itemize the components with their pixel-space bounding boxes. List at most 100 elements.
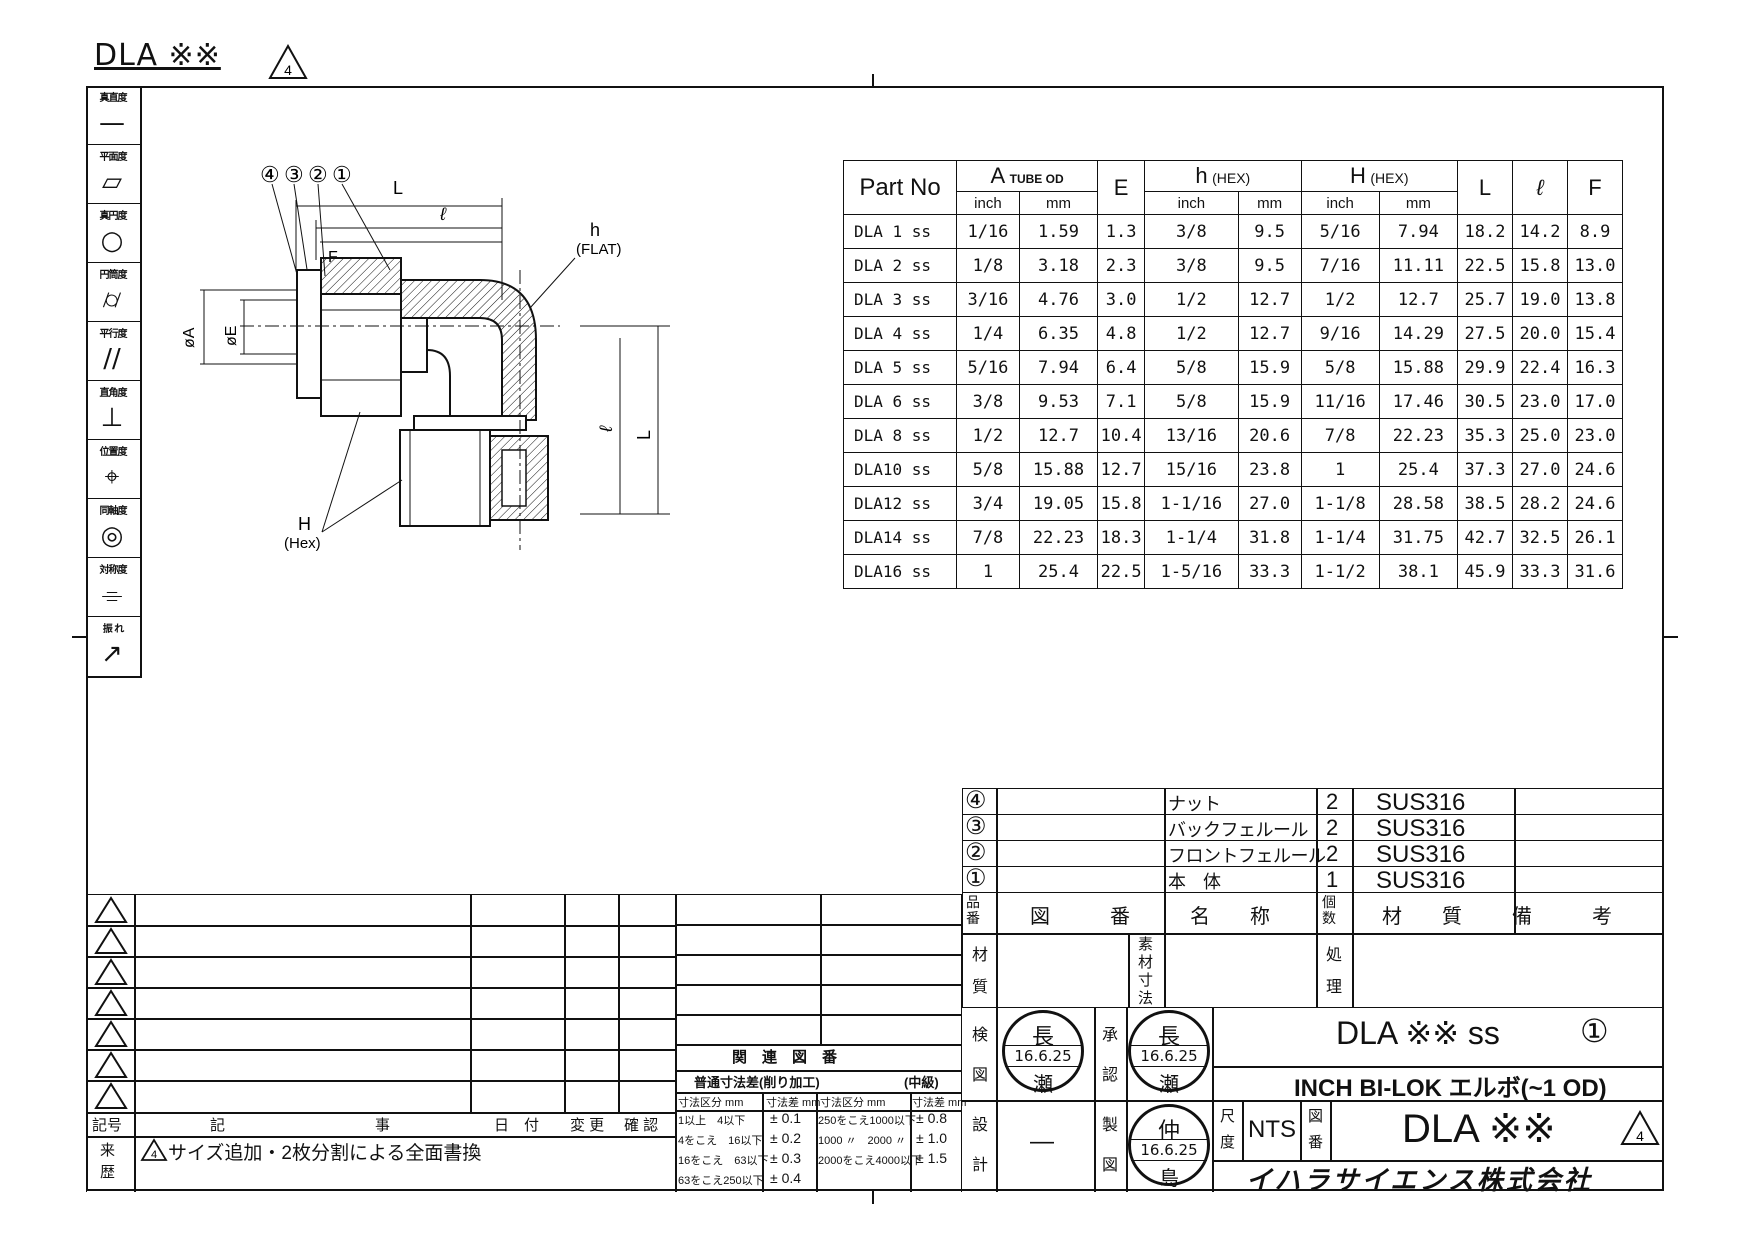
- table-cell: 15.9: [1237, 384, 1302, 419]
- designer: —: [1030, 1128, 1054, 1155]
- header-a: A TUBE OD: [955, 160, 1099, 192]
- tolerance-cell: 真直度—: [86, 86, 140, 145]
- bom-item-qty: 2: [1326, 815, 1339, 840]
- table-cell: 20.0: [1512, 316, 1568, 351]
- bom-item-no: ③: [965, 813, 987, 840]
- tol-header-range-2: 寸法区分 mm: [820, 1097, 886, 1109]
- bom-row: [962, 814, 1664, 841]
- table-cell: 3/16: [956, 282, 1020, 317]
- table-cell: 33.3: [1237, 554, 1302, 589]
- related-title: 関 連 図 番: [732, 1049, 838, 1066]
- roundness-icon: ○: [100, 226, 124, 256]
- tolerance-symbol-bar: 真直度—平面度▱真円度○円筒度⌭平行度//直角度⊥位置度⌖同軸度◎対称度⌯振 れ…: [86, 86, 142, 678]
- table-cell: 19.0: [1512, 282, 1568, 317]
- treatment-label: 処理: [1326, 947, 1343, 996]
- tol-diff: ± 0.2: [770, 1130, 802, 1146]
- title-revision-triangle-icon: 4: [1620, 1110, 1660, 1145]
- perpendicularity-icon: ⊥: [100, 403, 124, 433]
- table-cell: 13.0: [1567, 248, 1623, 283]
- bom-item-material: SUS316: [1376, 789, 1466, 816]
- table-cell: 38.5: [1457, 486, 1513, 521]
- bom-header-no: 品番: [966, 894, 980, 926]
- table-cell: 7.1: [1097, 384, 1146, 419]
- table-cell: 1/16: [956, 214, 1020, 249]
- material-label: 材質: [972, 947, 989, 996]
- tolerance-cell: 真円度○: [86, 204, 140, 263]
- table-cell: 6.4: [1097, 350, 1146, 385]
- tolerance-cell: 同軸度◎: [86, 499, 140, 558]
- table-cell: 17.0: [1567, 384, 1623, 419]
- rev-header-date: 日 付: [494, 1117, 540, 1134]
- scale-label: 尺度: [1220, 1108, 1236, 1151]
- table-cell: 1-1/4: [1144, 520, 1239, 555]
- table-cell: 15.88: [1018, 452, 1099, 487]
- size-label: 素材寸法: [1138, 936, 1154, 1007]
- table-cell: 9/16: [1300, 316, 1380, 351]
- table-cell: 28.58: [1378, 486, 1459, 521]
- table-cell: DLA 5 ss: [843, 350, 957, 385]
- position-icon: ⌖: [104, 462, 120, 492]
- marker-3: ③: [284, 162, 304, 187]
- company-name: イハラサイエンス株式会社: [1246, 1165, 1593, 1195]
- dim-h: h: [590, 220, 600, 240]
- table-cell: 16.3: [1567, 350, 1623, 385]
- bom-header-row: [962, 892, 1664, 934]
- bom-header-name: 名 称: [1190, 906, 1270, 928]
- elbow-fitting-drawing: ④ ③ ② ① L ℓ F h (FLAT) øA øE ℓ L: [181, 162, 670, 552]
- inspect-stamp: 長 16.6.25 瀬: [1002, 1010, 1084, 1096]
- table-cell: DLA 3 ss: [843, 282, 957, 317]
- tol-diff-2: ± 1.0: [916, 1130, 948, 1146]
- part-markers: ④ ③ ② ①: [260, 162, 352, 187]
- table-cell: DLA 8 ss: [843, 418, 957, 453]
- table-cell: 26.1: [1567, 520, 1623, 555]
- drawing-title-text: DLA ※※: [94, 38, 221, 73]
- history-label: 来歴: [100, 1142, 116, 1181]
- bom-item-qty: 2: [1326, 789, 1339, 814]
- table-cell: 14.2: [1512, 214, 1568, 249]
- table-cell: 1/2: [1144, 282, 1239, 317]
- table-cell: 13/16: [1144, 418, 1239, 453]
- table-cell: 22.5: [1097, 554, 1146, 589]
- product-description: INCH BI-LOK エルボ(~1 OD): [1294, 1075, 1607, 1102]
- revision-entry: サイズ追加・2枚分割による全面書換: [168, 1143, 482, 1164]
- table-cell: 5/8: [1300, 350, 1380, 385]
- table-cell: 1: [1300, 452, 1380, 487]
- bom-item-material: SUS316: [1376, 841, 1466, 868]
- bom-item-qty: 1: [1326, 867, 1339, 892]
- table-cell: 3.0: [1097, 282, 1146, 317]
- inspect-label: 検図: [972, 1027, 989, 1084]
- table-cell: 12.7: [1097, 452, 1146, 487]
- bom-header-qty: 個数: [1322, 894, 1336, 926]
- bom-item-no: ①: [965, 865, 987, 892]
- table-cell: 20.6: [1237, 418, 1302, 453]
- tolerance-label: 位置度: [99, 447, 128, 458]
- revision-triangle-icon: [94, 896, 128, 923]
- table-cell: DLA 1 ss: [843, 214, 957, 249]
- rev-header-content: 記 事: [210, 1117, 391, 1134]
- table-cell: 9.5: [1237, 214, 1302, 249]
- tolerance-label: 振 れ: [102, 624, 124, 635]
- table-cell: 9.5: [1237, 248, 1302, 283]
- table-cell: 13.8: [1567, 282, 1623, 317]
- table-cell: 27.5: [1457, 316, 1513, 351]
- table-cell: 1-1/4: [1300, 520, 1380, 555]
- bom-item-material: SUS316: [1376, 867, 1466, 894]
- svg-text:4: 4: [151, 1149, 157, 1161]
- center-tick-top: [872, 74, 874, 88]
- tolerance-label: 平面度: [99, 152, 128, 163]
- table-cell: 15.8: [1097, 486, 1146, 521]
- table-cell: 11/16: [1300, 384, 1380, 419]
- tol-header-diff-2: 寸法差 mm: [912, 1097, 967, 1109]
- table-cell: 42.7: [1457, 520, 1513, 555]
- table-cell: 5/16: [956, 350, 1020, 385]
- table-cell: 23.0: [1567, 418, 1623, 453]
- table-cell: DLA10 ss: [843, 452, 957, 487]
- drawing-title: DLA ※※: [94, 38, 221, 73]
- table-cell: 32.5: [1512, 520, 1568, 555]
- table-cell: 3/4: [956, 486, 1020, 521]
- tolerance-cell: 平面度▱: [86, 145, 140, 204]
- tol-diff: ± 0.1: [770, 1110, 802, 1126]
